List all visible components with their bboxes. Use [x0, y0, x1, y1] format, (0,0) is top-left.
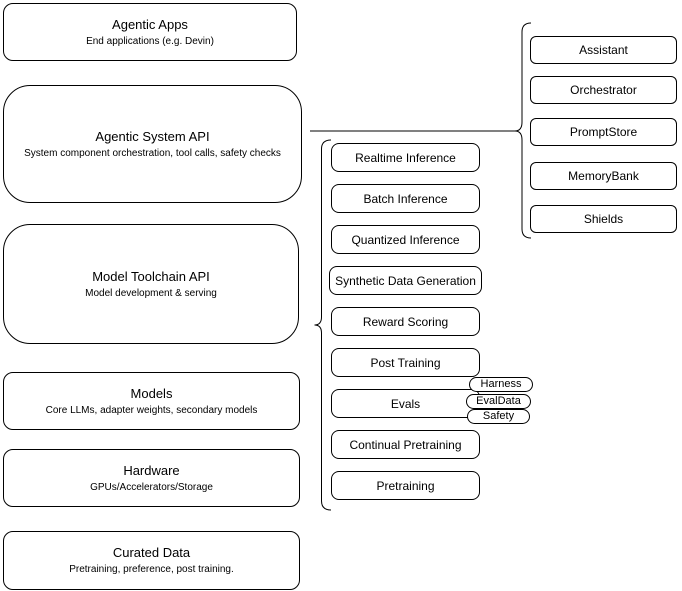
node-realtime-inference: Realtime Inference: [331, 143, 480, 172]
node-title: Model Toolchain API: [92, 268, 210, 284]
node-label: Reward Scoring: [362, 314, 449, 329]
tag-evaldata: EvalData: [466, 394, 531, 409]
node-title: Hardware: [123, 462, 180, 478]
node-promptstore: PromptStore: [530, 118, 677, 146]
tag-safety: Safety: [467, 409, 530, 424]
node-label: Realtime Inference: [355, 150, 456, 165]
node-label: Evals: [390, 396, 421, 411]
tag-label: Safety: [482, 410, 515, 422]
node-pretraining: Pretraining: [331, 471, 480, 500]
node-reward-scoring: Reward Scoring: [331, 307, 480, 336]
node-title: Agentic System API: [95, 128, 210, 144]
node-label: MemoryBank: [568, 169, 639, 183]
node-quantized-inference: Quantized Inference: [331, 225, 480, 254]
node-agentic-system-api: Agentic System API System component orch…: [3, 85, 302, 203]
node-label: Synthetic Data Generation: [335, 273, 476, 288]
node-orchestrator: Orchestrator: [530, 76, 677, 104]
node-subtitle: End applications (e.g. Devin): [86, 35, 214, 47]
node-label: Assistant: [579, 43, 628, 57]
node-memorybank: MemoryBank: [530, 162, 677, 190]
node-post-training: Post Training: [331, 348, 480, 377]
system-components-brace: [514, 22, 532, 239]
node-label: Batch Inference: [363, 191, 448, 206]
node-title: Agentic Apps: [112, 16, 188, 32]
node-label: Quantized Inference: [351, 232, 460, 247]
node-assistant: Assistant: [530, 36, 677, 64]
node-continual-pretraining: Continual Pretraining: [331, 430, 480, 459]
node-batch-inference: Batch Inference: [331, 184, 480, 213]
node-subtitle: Model development & serving: [85, 287, 217, 299]
node-subtitle: Core LLMs, adapter weights, secondary mo…: [45, 404, 258, 416]
node-label: PromptStore: [569, 125, 638, 139]
node-title: Models: [130, 385, 173, 401]
node-shields: Shields: [530, 205, 677, 233]
node-label: Continual Pretraining: [349, 437, 462, 452]
node-label: Shields: [583, 212, 624, 226]
tag-label: EvalData: [476, 395, 521, 407]
node-models: Models Core LLMs, adapter weights, secon…: [3, 372, 300, 430]
node-subtitle: GPUs/Accelerators/Storage: [90, 481, 213, 493]
node-label: Pretraining: [376, 478, 435, 493]
node-subtitle: Pretraining, preference, post training.: [69, 564, 234, 575]
node-model-toolchain-api: Model Toolchain API Model development & …: [3, 224, 299, 344]
tag-harness: Harness: [469, 377, 533, 392]
node-hardware: Hardware GPUs/Accelerators/Storage: [3, 449, 300, 507]
node-subtitle: System component orchestration, tool cal…: [24, 147, 281, 159]
node-synthetic-data-generation: Synthetic Data Generation: [329, 266, 482, 295]
node-curated-data: Curated Data Pretraining, preference, po…: [3, 531, 300, 590]
node-title: Curated Data: [112, 545, 191, 560]
node-label: Post Training: [370, 355, 441, 370]
toolchain-items-brace: [314, 139, 332, 511]
tag-label: Harness: [480, 378, 522, 390]
node-agentic-apps: Agentic Apps End applications (e.g. Devi…: [3, 3, 297, 61]
node-evals: Evals: [331, 389, 480, 418]
node-label: Orchestrator: [570, 83, 637, 97]
